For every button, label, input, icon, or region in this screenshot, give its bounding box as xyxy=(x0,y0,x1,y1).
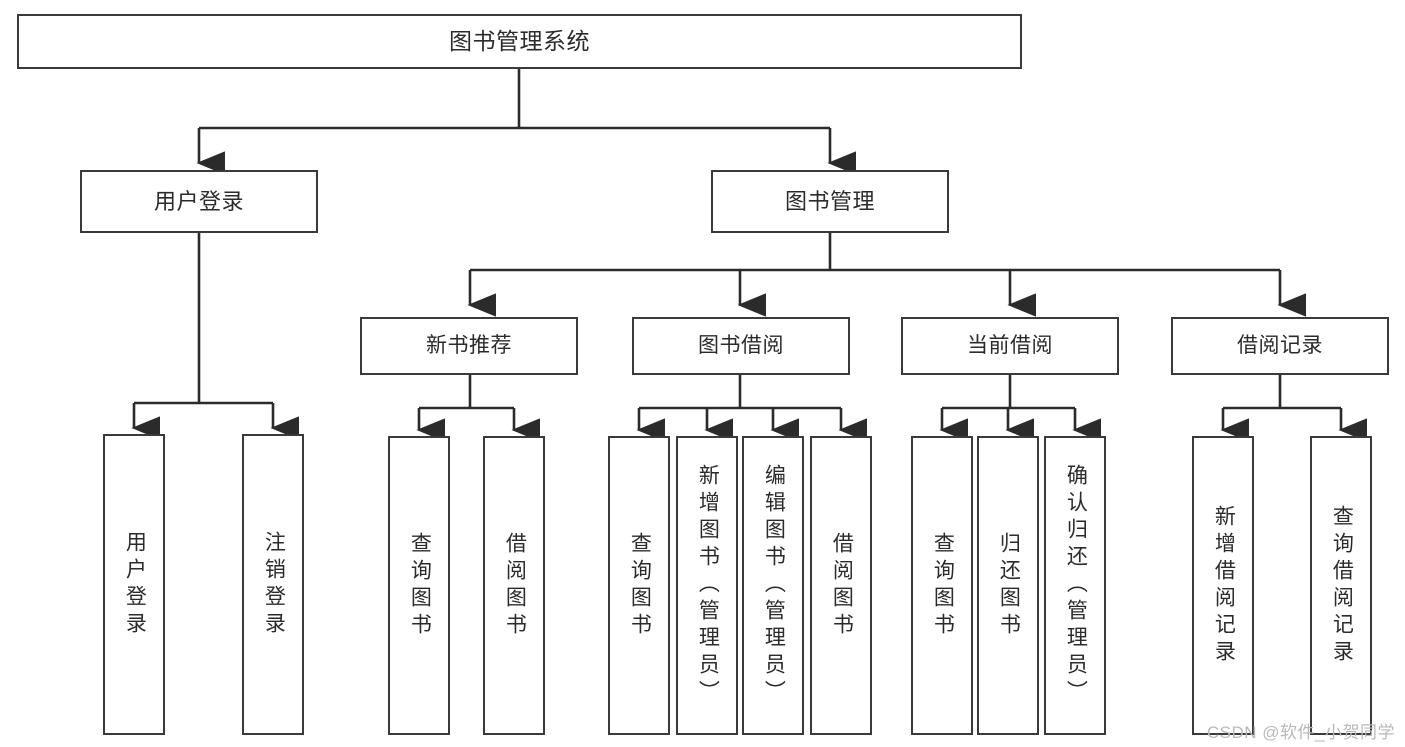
watermark-text: CSDN @软件_小贺同学 xyxy=(1206,723,1395,742)
node-label: 归还图书 xyxy=(997,531,1021,640)
node-leaf-add-record[interactable]: 新增借阅记录 xyxy=(1192,436,1254,735)
node-label: 查询图书 xyxy=(931,531,955,640)
node-leaf-borrow-book-2[interactable]: 借阅图书 xyxy=(810,436,872,735)
node-leaf-confirm-return[interactable]: 确认归还（管理员） xyxy=(1044,436,1106,735)
node-leaf-user-logout[interactable]: 注销登录 xyxy=(242,434,304,735)
node-label: 查询图书 xyxy=(408,531,432,640)
node-label: 借阅记录 xyxy=(1237,333,1323,357)
node-current-borrow[interactable]: 当前借阅 xyxy=(901,317,1119,375)
node-root-system[interactable]: 图书管理系统 xyxy=(17,14,1022,69)
node-leaf-add-book[interactable]: 新增图书（管理员） xyxy=(676,436,738,735)
node-label: 图书管理系统 xyxy=(449,27,590,54)
node-book-manage[interactable]: 图书管理 xyxy=(711,170,949,233)
node-label: 当前借阅 xyxy=(967,333,1053,357)
node-label: 编辑图书（管理员） xyxy=(762,464,786,707)
node-label: 注销登录 xyxy=(262,530,286,639)
node-leaf-return-book[interactable]: 归还图书 xyxy=(977,436,1039,735)
node-leaf-query-record[interactable]: 查询借阅记录 xyxy=(1310,436,1372,735)
node-label: 图书借阅 xyxy=(698,333,784,357)
node-leaf-query-book-3[interactable]: 查询图书 xyxy=(911,436,973,735)
node-label: 用户登录 xyxy=(123,530,147,639)
node-label: 新增图书（管理员） xyxy=(696,464,720,707)
node-leaf-user-login[interactable]: 用户登录 xyxy=(103,434,165,735)
node-user-login[interactable]: 用户登录 xyxy=(80,170,318,233)
node-leaf-borrow-book-1[interactable]: 借阅图书 xyxy=(483,436,545,735)
node-label: 查询图书 xyxy=(628,531,652,640)
node-label: 新增借阅记录 xyxy=(1212,504,1236,667)
node-label: 查询借阅记录 xyxy=(1330,504,1354,667)
node-label: 借阅图书 xyxy=(830,531,854,640)
node-label: 确认归还（管理员） xyxy=(1064,464,1088,707)
node-label: 新书推荐 xyxy=(426,333,512,357)
node-label: 借阅图书 xyxy=(503,531,527,640)
node-borrow-record[interactable]: 借阅记录 xyxy=(1171,317,1389,375)
node-label: 图书管理 xyxy=(784,188,875,214)
node-book-borrow[interactable]: 图书借阅 xyxy=(632,317,850,375)
node-label: 用户登录 xyxy=(153,188,244,214)
node-new-book-recommend[interactable]: 新书推荐 xyxy=(360,317,578,375)
node-leaf-edit-book[interactable]: 编辑图书（管理员） xyxy=(742,436,804,735)
node-leaf-query-book-1[interactable]: 查询图书 xyxy=(388,436,450,735)
node-leaf-query-book-2[interactable]: 查询图书 xyxy=(608,436,670,735)
